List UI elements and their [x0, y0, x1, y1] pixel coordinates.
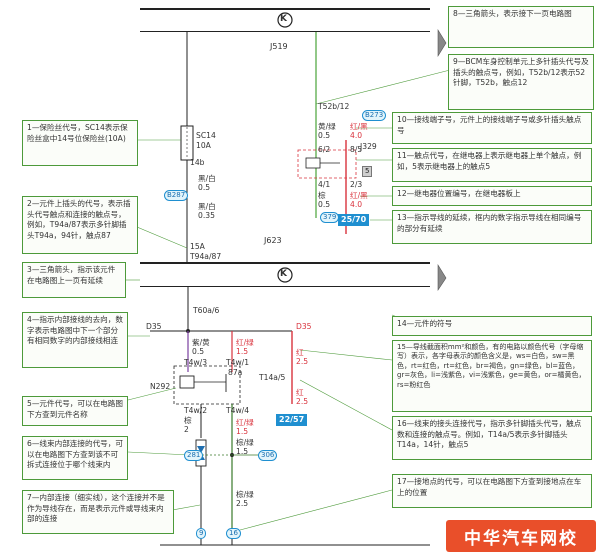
connector-t4w4: T4w/4	[226, 406, 250, 415]
pin-2-3: 2/3	[350, 180, 363, 189]
note-4: 4—指示内部接线的去向，数字表示电路图中下一个部分有相同数字的内部接线相连	[22, 312, 128, 368]
wire-black-white-2-size: 0.35	[198, 211, 215, 220]
connector-t94a: T94a/87	[190, 252, 222, 261]
component-j519: J519	[270, 42, 288, 51]
module-symbol-top: K	[280, 14, 287, 24]
connector-t4w3: T4w/3	[184, 358, 208, 367]
note-5: 5—元件代号，可以在电路图下方查到元件名称	[22, 396, 128, 426]
ref-379: 379	[320, 212, 340, 223]
connector-14b: 14b	[190, 158, 205, 167]
continuation-tag-22-57: 22/57	[276, 414, 308, 426]
note-2: 2—元件上插头的代号，表示插头代号触点和连接的触点号，例如，T94a/87表示多…	[22, 196, 138, 254]
wire-red-green-2-size: 1.5	[236, 427, 249, 436]
note-17: 17—接地点的代号，可以在电路图下方查到接地点在车上的位置	[392, 474, 592, 508]
wire-red-2: 红	[296, 388, 304, 397]
wire-brown: 棕	[318, 191, 326, 200]
connector-15a: 15A	[190, 242, 205, 251]
wire-brown-size: 0.5	[318, 200, 331, 209]
ref-b273: B273	[362, 110, 387, 121]
wire-red-black-2-size: 4.0	[350, 200, 363, 209]
note-7: 7—内部连接（细实线），这个连接并不是作为导线存在，而是表示元件或导线束内部的连…	[22, 490, 174, 534]
component-j329: J329	[360, 142, 377, 151]
wire-black-white: 黑/白	[198, 174, 216, 183]
ref-b287: B287	[164, 190, 189, 201]
wire-brown-2-size: 2	[184, 425, 189, 434]
wire-red-black: 红/黑	[350, 122, 368, 131]
pin-6-2: 6/2	[318, 145, 331, 154]
wire-red-black-2: 红/黑	[350, 191, 368, 200]
note-16: 16—线束的接头连接代号，指示多针脚插头代号，触点数和连接的触点号。例如，T14…	[392, 416, 592, 460]
ground-9: 9	[196, 528, 207, 539]
wire-brown-green-2: 棕/绿	[236, 438, 254, 447]
note-9: 9—BCM车身控制单元上多针插头代号及插头的触点号，例如，T52b/12表示52…	[448, 54, 594, 110]
connector-t4w2: T4w/2	[184, 406, 208, 415]
pin-4-1: 4/1	[318, 180, 331, 189]
wire-yellow-green-size: 0.5	[318, 131, 331, 140]
wire-red-2-size: 2.5	[296, 397, 309, 406]
connector-87a: 87a	[228, 368, 243, 377]
component-j623: J623	[264, 236, 282, 245]
wire-black-white-2: 黑/白	[198, 202, 216, 211]
ground-16: 16	[226, 528, 241, 539]
connector-t4w1: T4w/1	[226, 358, 250, 367]
wire-red-green-size: 1.5	[236, 347, 249, 356]
connector-t60a: T60a/6	[193, 306, 220, 315]
wire-purple-yellow: 紫/黄	[192, 338, 210, 347]
note-8: 8—三角箭头，表示接下一页电路图	[448, 6, 594, 48]
note-12: 12—继电器位置编号，在继电器板上	[392, 186, 592, 206]
wire-yellow-green: 黄/绿	[318, 122, 336, 131]
continuation-tag-25-70: 25/70	[338, 214, 370, 226]
note-10: 10—接线端子号，元件上的接线端子号或多针插头触点号	[392, 112, 592, 144]
fuse-id: SC14	[196, 131, 216, 140]
note-15: 15—导线截面积mm²和颜色，有的电路以颜色代号（字母缩写）表示，各字母表示的颜…	[392, 340, 592, 412]
wire-red: 红	[296, 348, 304, 357]
splice-d35-right: D35	[296, 322, 312, 331]
note-3: 3—三角箭头，指示该元件在电路图上一页有延续	[22, 262, 126, 298]
note-14: 14—元件的符号	[392, 316, 592, 336]
component-n292: N292	[150, 382, 171, 391]
splice-d35-left: D35	[146, 322, 162, 331]
note-13: 13—指示导线的延续，框内的数字指示导线在相同编号的部分有延续	[392, 210, 592, 244]
wire-red-black-size: 4.0	[350, 131, 363, 140]
connector-t52b: T52b/12	[318, 102, 350, 111]
ref-281: 281	[184, 450, 204, 461]
wire-red-green-2: 红/绿	[236, 418, 254, 427]
note-1: 1—保险丝代号，SC14表示保险丝盒中14号位保险丝(10A)	[22, 120, 138, 166]
wire-red-green: 红/绿	[236, 338, 254, 347]
pin-8-5: 8/5	[350, 145, 363, 154]
wire-black-white-size: 0.5	[198, 183, 211, 192]
watermark-logo: 中华汽车网校	[446, 520, 596, 552]
connector-t14a: T14a/5	[259, 373, 286, 382]
fuse-rating: 10A	[196, 141, 211, 150]
ref-306: 306	[258, 450, 278, 461]
wire-purple-yellow-size: 0.5	[192, 347, 205, 356]
wire-brown-green-2-size: 1.5	[236, 447, 249, 456]
note-6: 6—线束内部连接的代号，可以在电路图下方查到该不可拆式连接位于哪个线束内	[22, 436, 128, 480]
wire-brown-green-size: 2.5	[236, 499, 249, 508]
wire-red-size: 2.5	[296, 357, 309, 366]
relay-position: 5	[362, 166, 373, 177]
note-11: 11—触点代号，在继电器上表示继电器上单个触点，例如，5表示继电器上的触点5	[392, 148, 592, 182]
wire-brown-2: 棕	[184, 416, 192, 425]
module-symbol-bottom: K	[280, 269, 287, 279]
wire-brown-green: 棕/绿	[236, 490, 254, 499]
